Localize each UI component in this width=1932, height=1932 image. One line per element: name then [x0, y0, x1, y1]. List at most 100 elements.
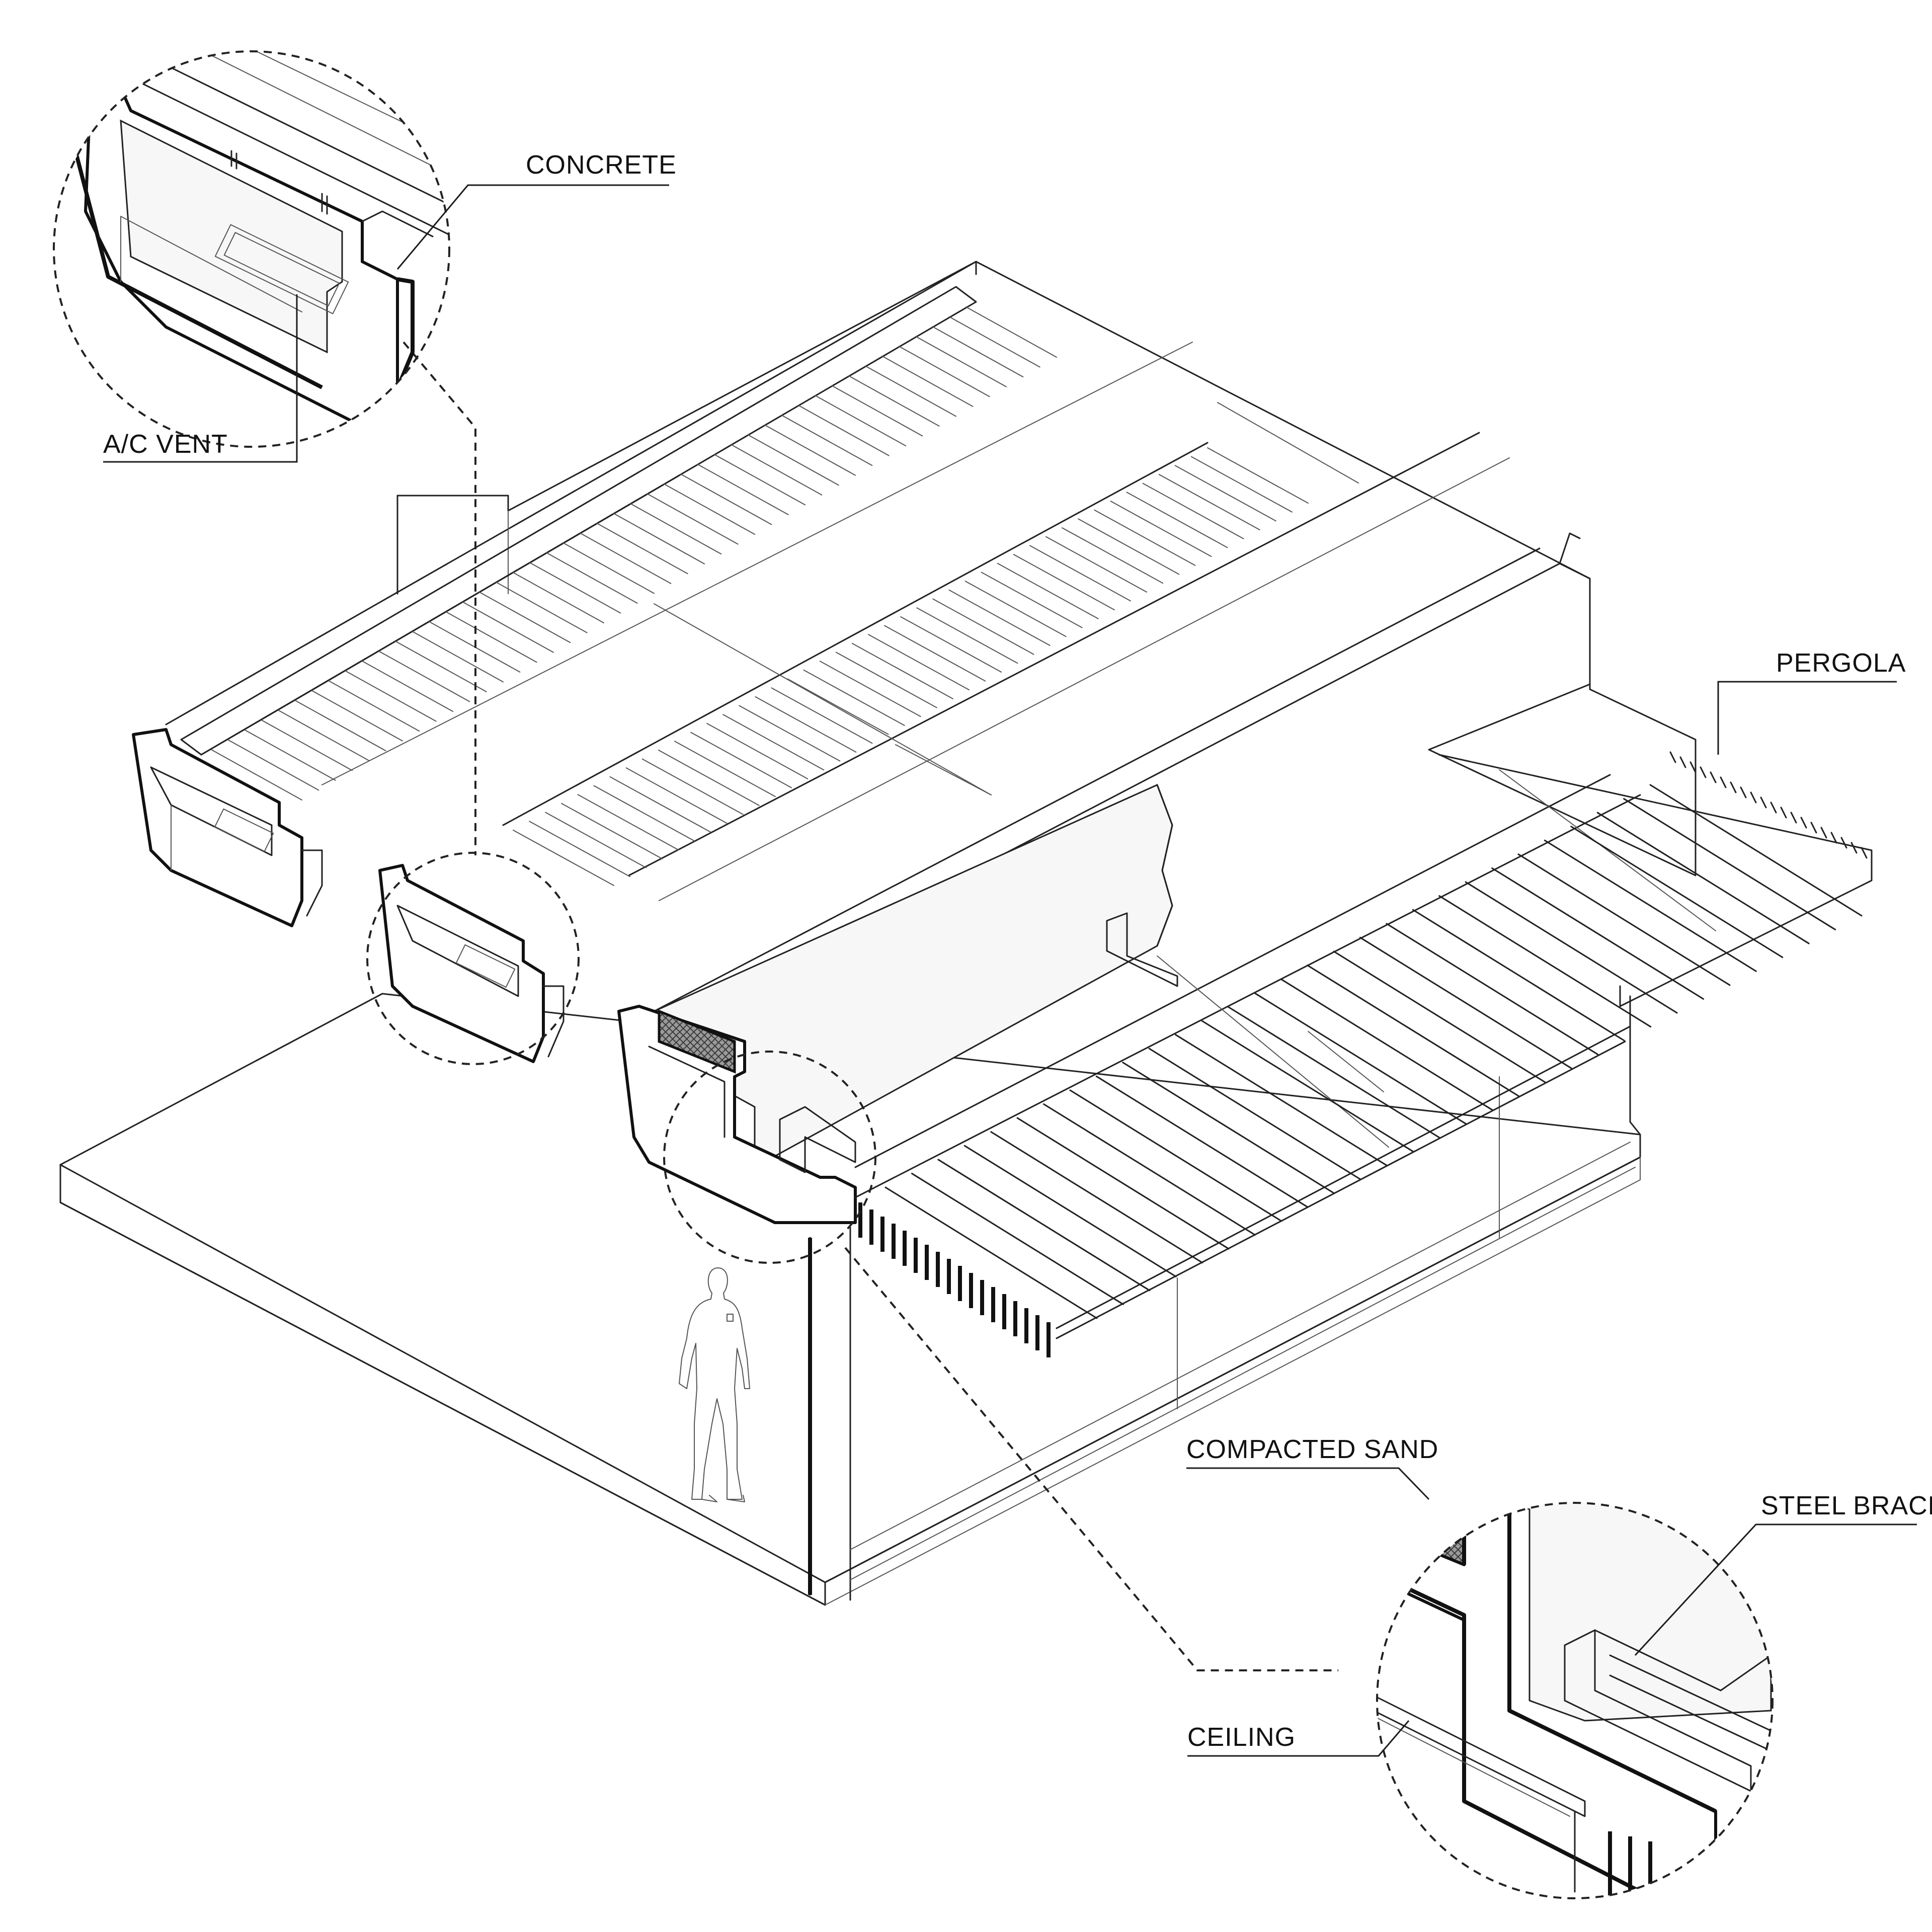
- pergola-slat: [1359, 936, 1572, 1069]
- roof-rib: [577, 794, 679, 851]
- pergola-fin: [1679, 756, 1686, 768]
- roof-rib: [781, 415, 873, 466]
- pergola-slat: [1596, 812, 1810, 944]
- roof-rib: [244, 729, 336, 781]
- roof-rib: [529, 821, 631, 877]
- pergola-slat: [990, 1131, 1203, 1264]
- roof-rib: [1078, 518, 1180, 575]
- roof-rib: [294, 700, 386, 752]
- roof-rib: [916, 607, 1018, 664]
- pergola-slat: [1333, 950, 1546, 1083]
- pergola-fin: [1861, 847, 1868, 859]
- pergola-fin: [1730, 781, 1737, 793]
- roof-rib: [884, 625, 986, 682]
- pergola-slat: [1201, 1020, 1414, 1153]
- pergola-slat: [1649, 784, 1863, 917]
- roof-rib: [981, 572, 1083, 628]
- pergola-fin: [1820, 827, 1827, 839]
- pergola-fin: [1720, 776, 1727, 788]
- pergola-slat: [1227, 1006, 1440, 1139]
- roof-rib: [898, 346, 990, 397]
- roof-rib: [706, 722, 809, 779]
- roof-rib: [948, 589, 1051, 646]
- pergola-slat: [1069, 1089, 1282, 1222]
- roof-rib: [932, 598, 1034, 655]
- pergola-fin: [1669, 751, 1676, 763]
- roof-rib: [851, 642, 953, 699]
- section-cut-left: [132, 728, 323, 927]
- roof-rib: [513, 572, 604, 623]
- roof-rib: [722, 714, 825, 771]
- roof-rib: [964, 581, 1067, 637]
- roof-rib: [1158, 474, 1260, 531]
- ground-slab: [59, 993, 1641, 1606]
- roof-rib: [739, 705, 841, 762]
- pergola-slat: [1465, 881, 1678, 1014]
- pergola-fin: [1700, 766, 1707, 778]
- pergola-fin: [1770, 801, 1777, 814]
- roof-rib: [609, 776, 711, 833]
- roof-rib: [747, 434, 839, 486]
- building-wall: [808, 995, 1641, 1601]
- roof-rib: [513, 830, 614, 886]
- roof-rib: [630, 503, 722, 555]
- pergola-slat: [1544, 839, 1757, 972]
- roof-rib: [1045, 536, 1148, 593]
- roof-mass: [165, 261, 1697, 1047]
- label-compacted-sand: COMPACTED SAND: [1186, 1435, 1438, 1464]
- roof-rib: [764, 424, 856, 476]
- roof-rib: [1142, 482, 1244, 539]
- roof-rib: [831, 385, 923, 437]
- pergola-slat: [1438, 895, 1652, 1028]
- roof-rib: [697, 463, 789, 515]
- roof-rib: [1094, 509, 1196, 566]
- roof-rib: [580, 532, 672, 584]
- roof-rib: [835, 652, 937, 708]
- roof-rib: [731, 444, 823, 496]
- roof-rib: [915, 336, 1007, 387]
- roof-rib: [546, 552, 638, 604]
- roof-rib: [395, 640, 487, 692]
- roof-rib: [278, 709, 370, 761]
- roof-rib: [771, 687, 873, 744]
- pergola-slat: [1254, 992, 1467, 1125]
- pergola-fins: [858, 751, 1868, 1357]
- roof-rib: [1029, 545, 1131, 602]
- roof-rib: [881, 355, 974, 407]
- pergola-fin: [1780, 807, 1787, 819]
- callout-concrete: CONCRETE: [396, 150, 676, 270]
- roof-panel-dividers: [654, 402, 1359, 795]
- pergola-fin: [1750, 791, 1757, 803]
- roof-rib: [647, 493, 739, 545]
- roof-rib: [328, 680, 420, 732]
- pergola-fin: [1760, 796, 1767, 809]
- roof-rib: [1190, 456, 1293, 513]
- roof-rib: [625, 767, 728, 824]
- pergola-slat: [1386, 923, 1599, 1056]
- roof-rib: [868, 634, 970, 691]
- pergola-slat: [1042, 1103, 1256, 1236]
- label-ac-vent: A/C VENT: [103, 430, 228, 459]
- roof-rib: [948, 316, 1040, 368]
- roof-rib: [1207, 447, 1309, 504]
- roof-rib: [965, 306, 1057, 358]
- pergola-slat: [1570, 826, 1784, 958]
- roof-rib: [819, 661, 921, 717]
- steel-bracket: [779, 912, 1178, 1173]
- roof-rib: [997, 562, 1099, 619]
- roof-rib: [378, 651, 470, 702]
- roof-rib: [787, 678, 889, 735]
- roof-rib: [211, 749, 302, 800]
- detail-circle-top-left: [53, 50, 450, 448]
- roof-rib: [865, 365, 956, 417]
- pergola-fin: [1810, 822, 1817, 834]
- roof-rib: [900, 616, 1002, 673]
- section-cut-middle: [378, 864, 565, 1063]
- roof-rib: [496, 582, 588, 633]
- roof-ribs: [211, 306, 1309, 886]
- callout-pergola: PERGOLA: [1717, 649, 1905, 755]
- roof-rib: [674, 741, 776, 797]
- roof-rib: [1013, 554, 1115, 611]
- pergola-slat: [963, 1145, 1177, 1277]
- pergola-fin: [1710, 771, 1717, 783]
